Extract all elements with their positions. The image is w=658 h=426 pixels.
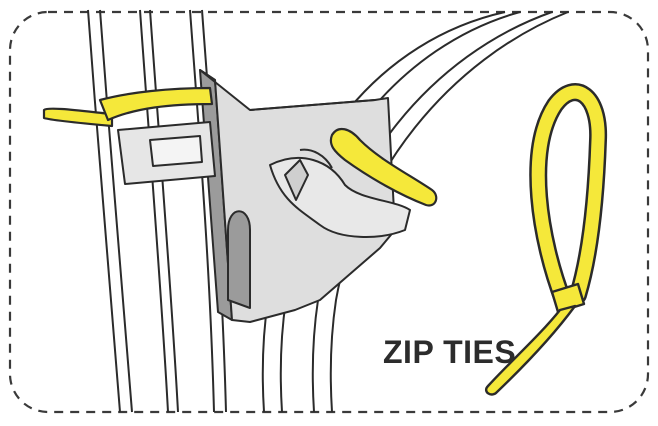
right-zip-tie bbox=[329, 127, 438, 207]
right-zip-tie-band bbox=[329, 127, 438, 207]
bracket-top-edge bbox=[249, 99, 376, 111]
loose-zip-tie-loop-inner bbox=[531, 85, 605, 307]
loose-zip-tie bbox=[484, 83, 608, 396]
caliper-mechanism bbox=[269, 148, 411, 238]
zip-ties-label: ZIP TIES bbox=[383, 334, 517, 370]
dashed-border bbox=[8, 10, 650, 414]
left-zip-tie-tail bbox=[42, 107, 114, 128]
loose-zip-tie-tail bbox=[484, 304, 577, 396]
left-zip-tie-band bbox=[98, 86, 214, 122]
tube-clip bbox=[117, 121, 216, 185]
loose-zip-tie-head bbox=[550, 282, 586, 314]
left-zip-tie bbox=[42, 86, 214, 128]
bracket-slot bbox=[227, 210, 251, 309]
left-frame-tube bbox=[87, 9, 227, 413]
